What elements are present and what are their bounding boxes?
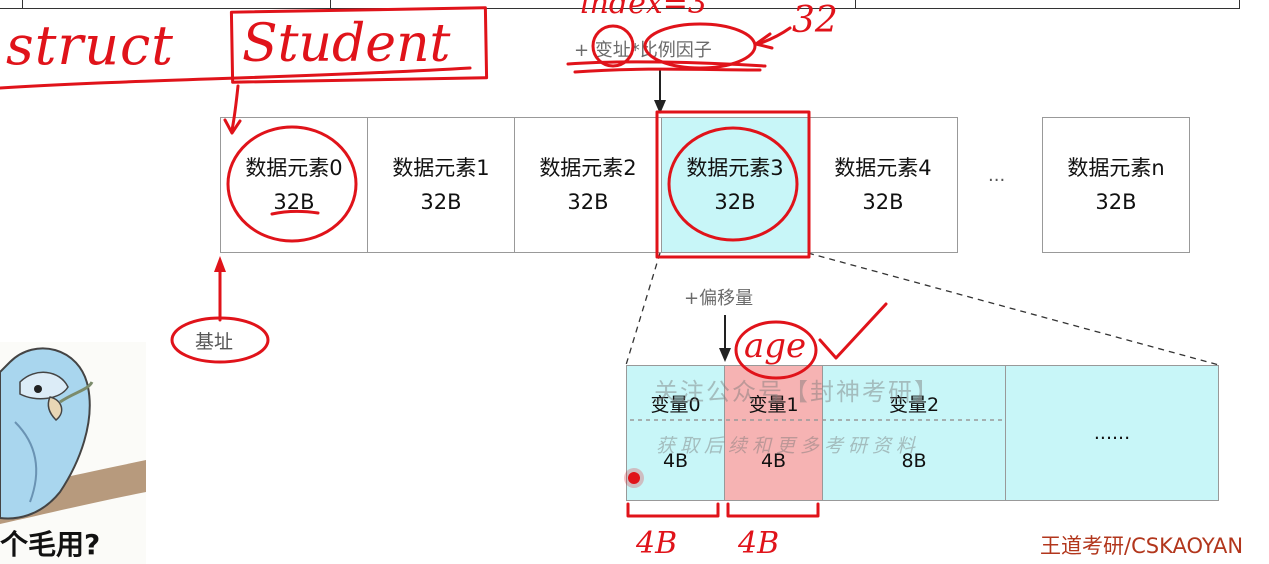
brand-label: 王道考研/CSKAOYAN (1040, 534, 1244, 558)
variable-size: 4B (662, 450, 689, 472)
handwritten-age: age (744, 326, 807, 366)
handwritten-index: index=3 (580, 0, 708, 21)
meme-caption: 个毛用? (0, 528, 101, 561)
element-name: 数据元素4 (834, 156, 932, 180)
variable-name: 变量0 (650, 394, 701, 416)
scale-factor-label: + 变址*比例因子 (574, 40, 712, 61)
array-element-1: 数据元素1 32B (367, 117, 515, 253)
parrot-meme-image (0, 342, 146, 564)
element-size: 32B (714, 190, 756, 214)
variable-name: 变量2 (888, 394, 940, 416)
variable-more: ...... (1005, 365, 1219, 501)
handwritten-width-1: 4B (738, 526, 780, 561)
handwritten-student: Student (242, 14, 451, 74)
offset-label: +偏移量 (684, 288, 754, 309)
handwritten-32: 32 (792, 0, 838, 41)
array-ellipsis: ··· (988, 170, 1006, 191)
more-ellipsis: ...... (1093, 422, 1131, 444)
element-name: 数据元素0 (245, 156, 343, 180)
array-element-n: 数据元素n 32B (1042, 117, 1190, 253)
base-address-label: 基址 (195, 331, 234, 353)
watermark-line-2: 获取后续和更多考研资料 (656, 435, 921, 457)
handwritten-width-0: 4B (636, 526, 678, 561)
element-size: 32B (567, 190, 609, 214)
variable-0: 变量0 4B (626, 365, 725, 501)
variable-size: 8B (901, 450, 927, 472)
element-name: 数据元素n (1067, 156, 1165, 180)
array-element-4: 数据元素4 32B (808, 117, 958, 253)
element-name: 数据元素1 (392, 156, 490, 180)
watermark-line-1: 关注公众号【封神考研】 (654, 378, 940, 406)
element-name: 数据元素3 (686, 156, 784, 180)
element-size: 32B (862, 190, 904, 214)
variable-name: 变量1 (748, 394, 799, 416)
variable-1: 变量1 4B (724, 365, 823, 501)
variable-size: 4B (760, 450, 787, 472)
top-table-border (0, 0, 1240, 9)
handwritten-struct: struct (6, 14, 174, 77)
element-size: 32B (1095, 190, 1137, 214)
element-name: 数据元素2 (539, 156, 637, 180)
element-size: 32B (420, 190, 462, 214)
array-element-2: 数据元素2 32B (514, 117, 662, 253)
